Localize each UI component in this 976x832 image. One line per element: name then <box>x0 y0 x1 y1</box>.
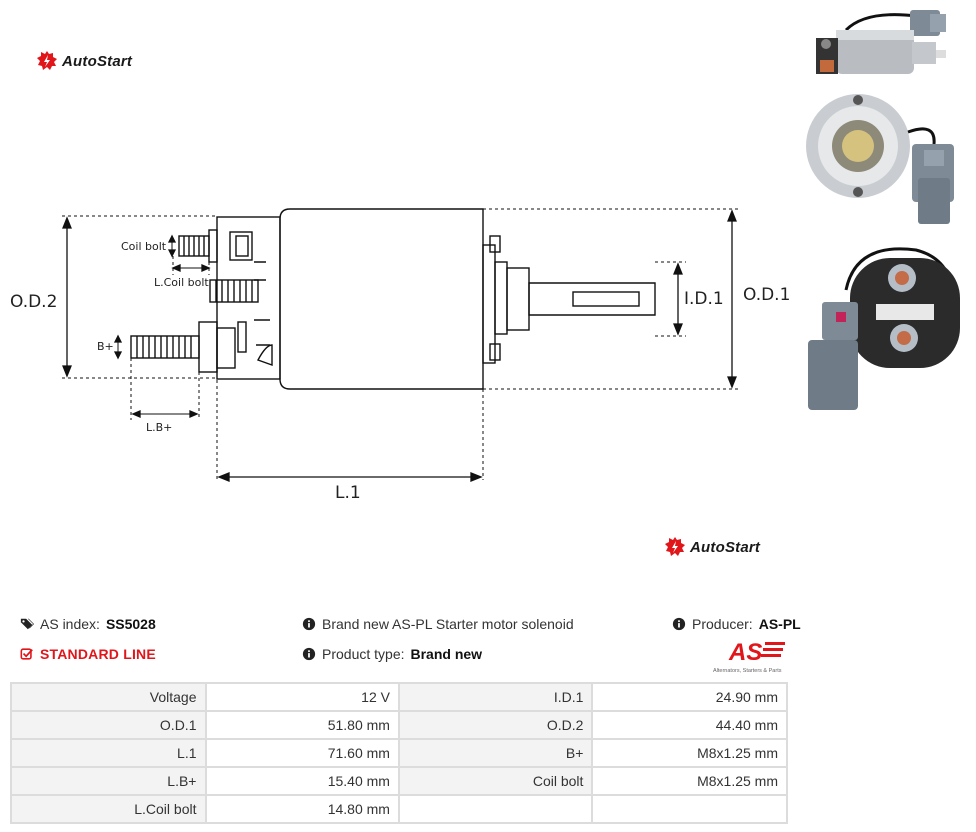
spec-label: L.B+ <box>10 766 207 796</box>
spec-label: I.D.1 <box>397 682 594 712</box>
spec-value: 71.60 mm <box>204 738 400 768</box>
spec-label: Coil bolt <box>397 766 594 796</box>
table-row: L.B+ 15.40 mm Coil bolt M8x1.25 mm <box>10 766 788 796</box>
product-description: Brand new AS-PL Starter motor solenoid <box>302 616 574 632</box>
product-photo-terminals <box>808 247 960 410</box>
producer-label: Producer: <box>692 616 753 632</box>
spec-value: M8x1.25 mm <box>591 766 788 796</box>
plunger <box>528 282 656 316</box>
solenoid-technical-drawing: Coil bolt L.Coil bolt B+ L.B+ O.D.2 O.D.… <box>10 208 790 503</box>
info-circle-icon <box>302 647 316 661</box>
as-pl-logo-text: AS <box>728 640 762 662</box>
info-circle-icon <box>302 617 316 631</box>
l-b-plus-label: L.B+ <box>146 421 172 434</box>
b-plus-bolt <box>130 335 200 359</box>
as-index-value: SS5028 <box>105 616 156 632</box>
table-row: O.D.1 51.80 mm O.D.2 44.40 mm <box>10 710 788 740</box>
as-pl-logo-mark: AS <box>728 639 785 666</box>
spec-value: 24.90 mm <box>591 682 788 712</box>
description-text: Brand new AS-PL Starter motor solenoid <box>322 616 574 632</box>
spec-label: Voltage <box>10 682 207 712</box>
coil-bolt-label: Coil bolt <box>121 240 167 253</box>
solenoid-body <box>279 208 484 390</box>
product-type-value: Brand new <box>410 646 483 662</box>
l-coil-bolt-label: L.Coil bolt <box>154 276 209 289</box>
product-photo-side <box>816 10 946 74</box>
autostart-gear-icon <box>37 51 57 70</box>
spec-label: L.Coil bolt <box>10 794 207 824</box>
as-pl-tagline: Alternators, Starters & Parts <box>713 668 782 674</box>
spec-value <box>591 794 788 824</box>
producer: Producer: AS-PL <box>672 616 801 632</box>
info-circle-icon <box>672 617 686 631</box>
check-square-icon <box>20 648 33 660</box>
autostart-wordmark: AutoStart <box>690 538 761 556</box>
as-index: AS index: SS5028 <box>20 616 156 632</box>
spec-label <box>397 794 594 824</box>
autostart-logo-bottom: AutoStart <box>664 536 760 558</box>
autostart-wordmark: AutoStart <box>62 52 133 70</box>
spec-value: 44.40 mm <box>591 710 788 740</box>
spec-value: 15.40 mm <box>204 766 400 796</box>
table-row: Voltage 12 V I.D.1 24.90 mm <box>10 682 788 712</box>
table-row: L.1 71.60 mm B+ M8x1.25 mm <box>10 738 788 768</box>
l1-label: L.1 <box>335 483 361 503</box>
table-row: L.Coil bolt 14.80 mm <box>10 794 788 824</box>
product-photo-front <box>806 94 954 224</box>
autostart-gear-icon <box>665 537 685 556</box>
standard-line-label: STANDARD LINE <box>40 646 156 662</box>
as-index-label: AS index: <box>40 616 100 632</box>
spec-label: O.D.1 <box>10 710 207 740</box>
spec-label: L.1 <box>10 738 207 768</box>
spec-label: B+ <box>397 738 594 768</box>
producer-value: AS-PL <box>758 616 801 632</box>
spec-value: M8x1.25 mm <box>591 738 788 768</box>
spec-value: 14.80 mm <box>204 794 400 824</box>
spec-value: 12 V <box>204 682 400 712</box>
spec-label: O.D.2 <box>397 710 594 740</box>
spec-value: 51.80 mm <box>204 710 400 740</box>
od2-label: O.D.2 <box>10 292 57 312</box>
od1-label: O.D.1 <box>743 285 790 305</box>
as-pl-logo: AS Alternators, Starters & Parts <box>713 639 791 674</box>
product-type: Product type: Brand new <box>302 646 482 662</box>
product-type-label: Product type: <box>322 646 405 662</box>
autostart-logo: AutoStart <box>36 50 132 72</box>
b-plus-label: B+ <box>97 340 114 353</box>
id1-label: I.D.1 <box>684 289 724 309</box>
tags-icon <box>20 618 34 630</box>
specs-table: Voltage 12 V I.D.1 24.90 mm O.D.1 51.80 … <box>10 682 788 824</box>
standard-line: STANDARD LINE <box>20 646 156 662</box>
